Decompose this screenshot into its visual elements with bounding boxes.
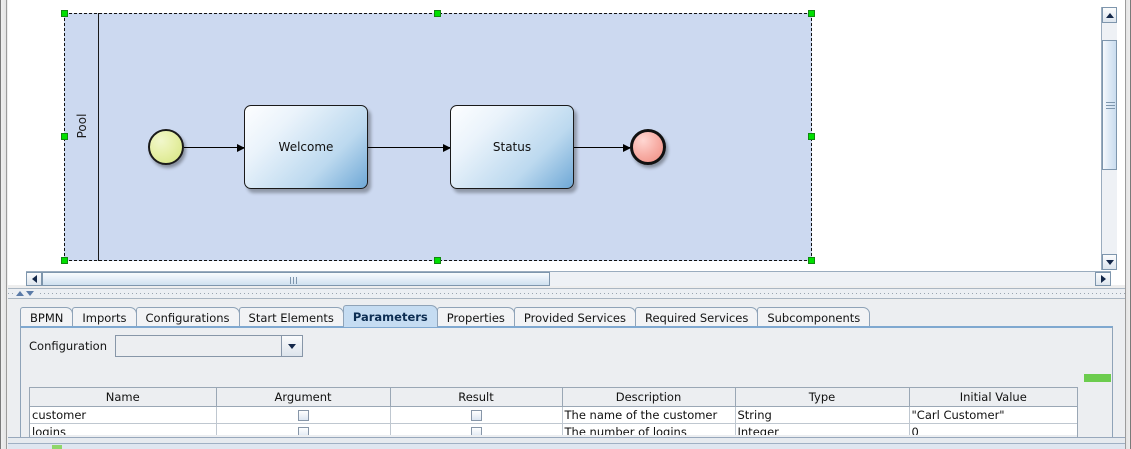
column-header-description[interactable]: Description: [562, 388, 736, 407]
task-welcome[interactable]: Welcome: [244, 105, 368, 189]
tab-parameters[interactable]: Parameters: [342, 305, 438, 327]
column-header-result[interactable]: Result: [390, 388, 563, 407]
tab-label: Imports: [82, 310, 127, 325]
horizontal-scrollbar-thumb[interactable]: [42, 272, 550, 286]
column-header-name[interactable]: Name: [30, 388, 217, 407]
cell-name[interactable]: customer: [30, 406, 217, 424]
add-parameter-button[interactable]: [1084, 334, 1111, 361]
selection-handle-top-center[interactable]: [434, 10, 441, 17]
selection-handle-bottom-left[interactable]: [61, 257, 68, 264]
selection-handle-top-left[interactable]: [61, 10, 68, 17]
window-right-edge: [1125, 0, 1131, 449]
selection-handle-top-right[interactable]: [808, 10, 815, 17]
vertical-scrollbar-thumb[interactable]: [1102, 40, 1117, 170]
configuration-row: Configuration: [29, 335, 303, 357]
tab-label: Start Elements: [248, 310, 334, 325]
tab-required-services[interactable]: Required Services: [635, 307, 759, 327]
tab-properties[interactable]: Properties: [436, 307, 515, 327]
window-left-edge: [0, 0, 7, 449]
chevron-left-icon: [31, 275, 37, 283]
tab-label: Provided Services: [523, 310, 626, 325]
selection-handle-bottom-center[interactable]: [434, 257, 441, 264]
canvas-vertical-scrollbar[interactable]: [1101, 7, 1117, 270]
tab-label: Parameters: [352, 309, 428, 324]
diagram-canvas[interactable]: Pool Welcome Status: [26, 7, 1111, 270]
column-header-type[interactable]: Type: [735, 388, 910, 407]
tab-imports[interactable]: Imports: [72, 307, 137, 327]
bpmn-pool[interactable]: [64, 13, 812, 261]
task-welcome-label: Welcome: [278, 140, 334, 154]
configuration-label: Configuration: [29, 339, 107, 353]
table-header-row: Name Argument Result Description Type In…: [30, 388, 1077, 407]
chevron-down-icon: [1105, 259, 1114, 265]
sequence-flow-status-to-end[interactable]: [574, 144, 631, 152]
cell-initial-value[interactable]: "Carl Customer": [909, 406, 1077, 424]
configuration-value[interactable]: [116, 336, 282, 356]
task-status[interactable]: Status: [450, 105, 574, 189]
selection-handle-middle-right[interactable]: [808, 133, 815, 140]
column-header-initial-value[interactable]: Initial Value: [909, 388, 1077, 407]
parameter-actions: [1084, 334, 1112, 398]
result-checkbox[interactable]: [470, 410, 482, 421]
canvas-horizontal-scrollbar[interactable]: [26, 271, 1111, 286]
chevron-right-icon: [1100, 275, 1106, 283]
sequence-flow-start-to-welcome[interactable]: [184, 144, 245, 152]
tab-start-elements[interactable]: Start Elements: [238, 307, 344, 327]
scroll-left-button[interactable]: [26, 272, 42, 286]
scroll-down-button[interactable]: [1102, 254, 1117, 270]
cell-result[interactable]: [390, 406, 563, 424]
tab-label: Configurations: [145, 310, 230, 325]
table-row[interactable]: customer The name of the customer String…: [30, 406, 1077, 424]
tab-bpmn[interactable]: BPMN: [20, 307, 74, 327]
parameters-tab-panel: Configuration Name: [20, 326, 1113, 449]
chevron-up-icon: [1105, 12, 1114, 18]
column-header-argument[interactable]: Argument: [216, 388, 391, 407]
remove-parameter-button[interactable]: [1084, 374, 1111, 382]
parameters-table[interactable]: Name Argument Result Description Type In…: [29, 387, 1078, 441]
scroll-up-button[interactable]: [1102, 7, 1117, 23]
cell-argument[interactable]: [216, 406, 391, 424]
status-indicator: [52, 445, 62, 449]
tab-label: Subcomponents: [767, 310, 861, 325]
pool-label: Pool: [75, 113, 89, 139]
scrollbar-grip-icon: [290, 277, 297, 284]
panel-bottom-border: [8, 437, 1125, 444]
configuration-dropdown-button[interactable]: [282, 336, 302, 356]
tab-label: Required Services: [645, 310, 749, 325]
selection-handle-bottom-right[interactable]: [808, 257, 815, 264]
splitter-collapse-controls[interactable]: [16, 289, 38, 298]
collapse-down-icon[interactable]: [26, 291, 34, 296]
task-status-label: Status: [492, 140, 532, 154]
pool-lane-divider: [98, 13, 99, 261]
sequence-flow-welcome-to-status[interactable]: [368, 144, 451, 152]
properties-panel: BPMN Imports Configurations Start Elemen…: [8, 300, 1125, 449]
tab-label: BPMN: [30, 310, 64, 325]
chevron-down-icon: [288, 343, 296, 349]
argument-checkbox[interactable]: [297, 410, 309, 421]
start-event-icon[interactable]: [148, 129, 184, 165]
scrollbar-grip-icon: [1106, 102, 1115, 109]
cell-type[interactable]: String: [735, 406, 910, 424]
cell-description[interactable]: The name of the customer: [562, 406, 736, 424]
end-event-icon[interactable]: [630, 129, 666, 165]
selection-handle-middle-left[interactable]: [61, 133, 68, 140]
tab-subcomponents[interactable]: Subcomponents: [757, 307, 871, 327]
panel-splitter[interactable]: [8, 288, 1125, 299]
diagram-editor-panel: Pool Welcome Status: [8, 0, 1125, 286]
configuration-combobox[interactable]: [115, 335, 303, 357]
properties-tabbar[interactable]: BPMN Imports Configurations Start Elemen…: [20, 305, 871, 327]
status-strip: [8, 443, 1125, 449]
scroll-right-button[interactable]: [1095, 272, 1111, 286]
collapse-up-icon[interactable]: [16, 291, 24, 296]
tab-configurations[interactable]: Configurations: [135, 307, 240, 327]
tab-label: Properties: [446, 310, 505, 325]
tab-provided-services[interactable]: Provided Services: [513, 307, 636, 327]
